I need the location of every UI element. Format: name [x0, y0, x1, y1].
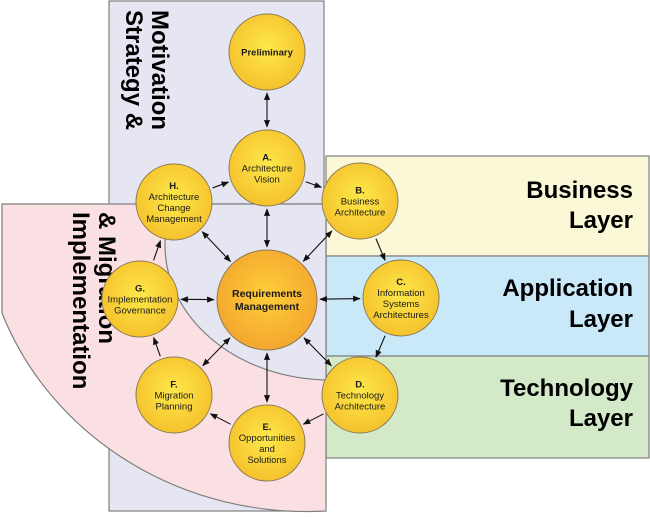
node-label-c-1: Information — [377, 288, 425, 299]
edge-requirements-to-c — [319, 295, 361, 303]
node-label-e-3: Solutions — [247, 455, 286, 466]
node-label-preliminary-0: Preliminary — [241, 48, 293, 59]
node-label-f-2: Planning — [156, 402, 193, 413]
edge-d-to-e — [302, 413, 324, 425]
node-label-g-1: Implementation — [108, 295, 173, 306]
node-label-g-0: G. — [135, 284, 145, 295]
node-label-requirements-0: Requirements — [232, 288, 302, 300]
node-circle-preliminary[interactable] — [228, 13, 306, 91]
node-circle-requirements[interactable] — [216, 249, 318, 351]
edge-requirements-to-h — [201, 231, 232, 263]
node-label-a-1: Architecture — [242, 164, 293, 175]
node-label-c-2: Systems — [383, 299, 420, 310]
edge-requirements-to-d — [303, 337, 332, 367]
node-label-d-1: Technology — [336, 391, 384, 402]
node-circle-f[interactable] — [135, 356, 213, 434]
node-label-c-0: C. — [396, 277, 406, 288]
implementation-migration-title: Implementation & Migration — [67, 212, 120, 389]
node-circle-d[interactable] — [321, 356, 399, 434]
node-label-h-2: Change — [157, 203, 190, 214]
node-label-d-2: Architecture — [335, 402, 386, 413]
node-label-c-3: Architectures — [373, 310, 429, 321]
node-circle-b[interactable] — [321, 162, 399, 240]
edge-a-to-b — [305, 181, 323, 188]
edge-requirements-to-b — [302, 230, 333, 262]
node-circle-e[interactable] — [228, 404, 306, 482]
node-label-g-2: Governance — [114, 306, 166, 317]
edges-group — [153, 92, 386, 425]
node-preliminary[interactable]: Preliminary — [228, 13, 306, 91]
node-label-a-0: A. — [262, 153, 272, 164]
strategy-title-line-1: Strategy & — [120, 10, 147, 130]
technology-layer-title-line-1: Technology — [500, 375, 634, 402]
edge-e-to-f — [209, 413, 231, 425]
node-label-e-1: Opportunities — [239, 433, 296, 444]
node-label-b-0: B. — [355, 186, 365, 197]
node-label-d-0: D. — [355, 380, 365, 391]
node-label-h-3: Management — [146, 214, 202, 225]
strategy-title-line-2: Motivation — [146, 10, 173, 130]
edge-requirements-to-f — [202, 337, 231, 367]
edge-f-to-g — [153, 336, 161, 357]
node-label-b-1: Business — [341, 197, 380, 208]
edge-c-to-d — [375, 335, 386, 358]
node-label-f-0: F. — [170, 380, 177, 391]
application-layer-title-line-1: Application — [502, 275, 633, 302]
node-label-e-0: E. — [263, 422, 272, 433]
node-label-h-1: Architecture — [149, 192, 200, 203]
application-layer-title-line-2: Layer — [569, 306, 633, 333]
node-label-f-1: Migration — [154, 391, 193, 402]
node-label-e-2: and — [259, 444, 275, 455]
business-layer-title-line-2: Layer — [569, 207, 633, 234]
node-label-h-0: H. — [169, 181, 179, 192]
technology-layer-title-line-2: Layer — [569, 405, 633, 432]
edge-h-to-a — [212, 181, 230, 189]
node-circle-g[interactable] — [101, 260, 179, 338]
strategy-motivation-title: Strategy & Motivation — [120, 10, 173, 130]
implementation-title-line-1: Implementation — [67, 212, 94, 389]
node-label-a-2: Vision — [254, 175, 280, 186]
node-label-requirements-1: Management — [235, 301, 300, 313]
edge-g-to-h — [153, 239, 162, 261]
node-label-b-2: Architecture — [335, 208, 386, 219]
edge-b-to-c — [375, 238, 386, 261]
node-circle-h[interactable] — [135, 163, 213, 241]
node-circle-c[interactable] — [362, 259, 440, 337]
node-circle-a[interactable] — [228, 129, 306, 207]
nodes-group: PreliminaryA.ArchitectureVisionB.Busines… — [101, 13, 440, 482]
business-layer-title-line-1: Business — [526, 177, 633, 204]
